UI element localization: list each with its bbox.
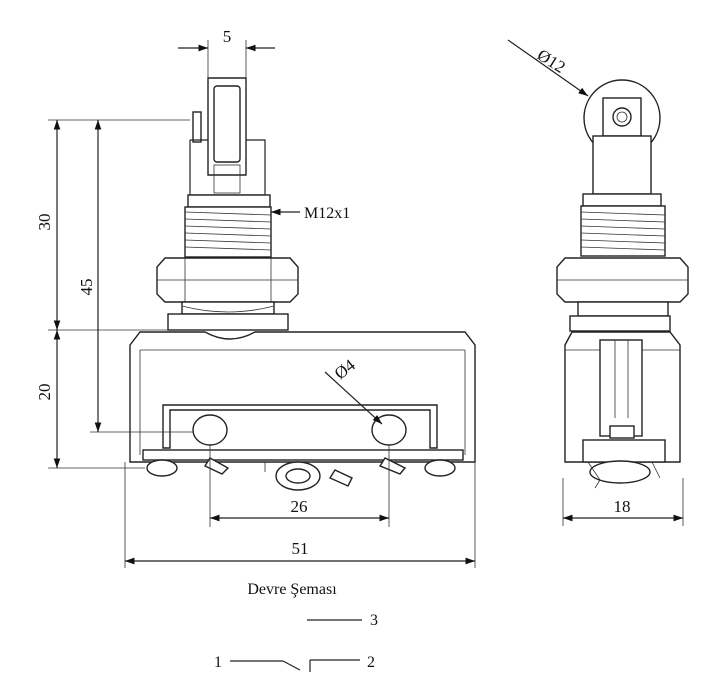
front-view: 5 M12x1 30 20 45 Ø4 26 51 <box>35 27 476 568</box>
dim-height-45: 45 <box>77 279 96 296</box>
dim-roller-diameter: Ø12 <box>534 45 569 77</box>
switch-housing <box>129 331 476 463</box>
dim-overall-width: 51 <box>292 539 309 558</box>
roller-lever <box>187 77 271 208</box>
terminals <box>146 457 456 491</box>
terminal-1-label: 1 <box>214 654 222 671</box>
terminal-2-label: 2 <box>367 654 375 671</box>
circuit-title: Devre Şeması <box>247 581 337 598</box>
mounting-hole-left <box>192 414 228 446</box>
terminal-3-label: 3 <box>370 612 378 629</box>
side-view: Ø12 18 <box>507 39 689 526</box>
threaded-stem <box>184 206 272 258</box>
circuit-diagram: Devre Şeması 3 1 2 <box>214 581 378 672</box>
dim-top-width: 5 <box>223 27 232 46</box>
dim-side-width: 18 <box>614 497 631 516</box>
dim-height-30: 30 <box>35 214 54 231</box>
dim-hole-spacing: 26 <box>291 497 308 516</box>
hex-nut <box>156 257 299 331</box>
dim-height-20: 20 <box>35 384 54 401</box>
thread-label: M12x1 <box>304 205 350 222</box>
